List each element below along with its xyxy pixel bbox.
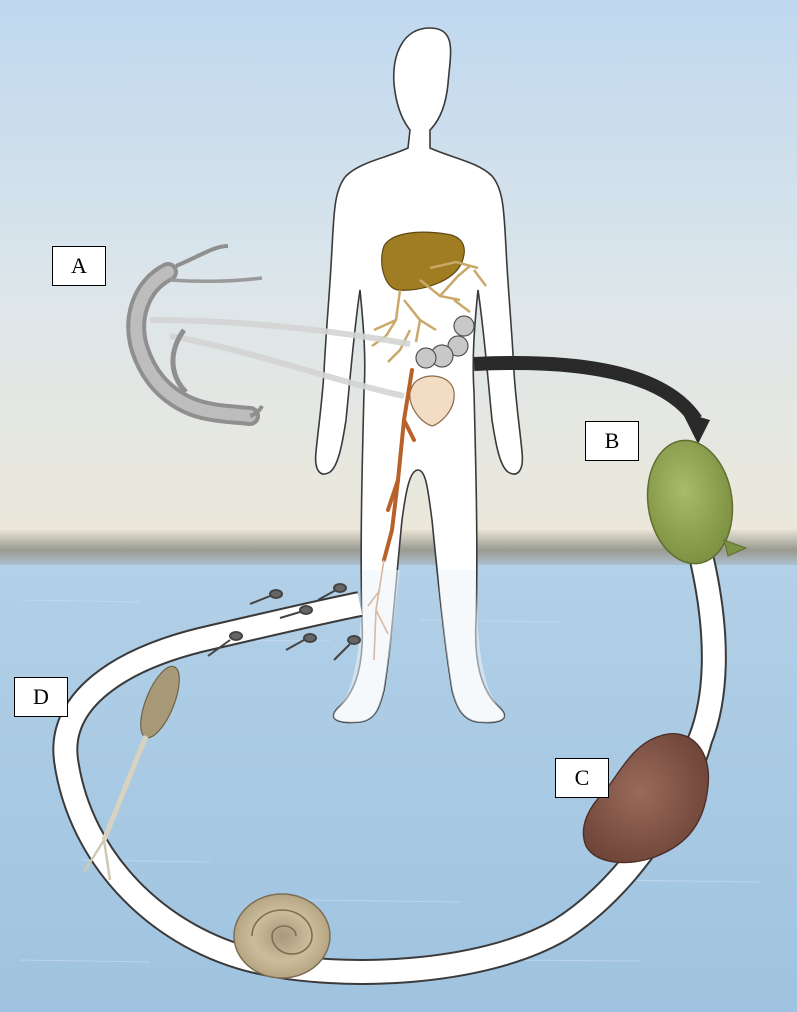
label-a: A	[52, 246, 106, 286]
label-c: C	[555, 758, 609, 798]
label-d: D	[14, 677, 68, 717]
snail-icon	[234, 894, 330, 978]
label-b: B	[585, 421, 639, 461]
